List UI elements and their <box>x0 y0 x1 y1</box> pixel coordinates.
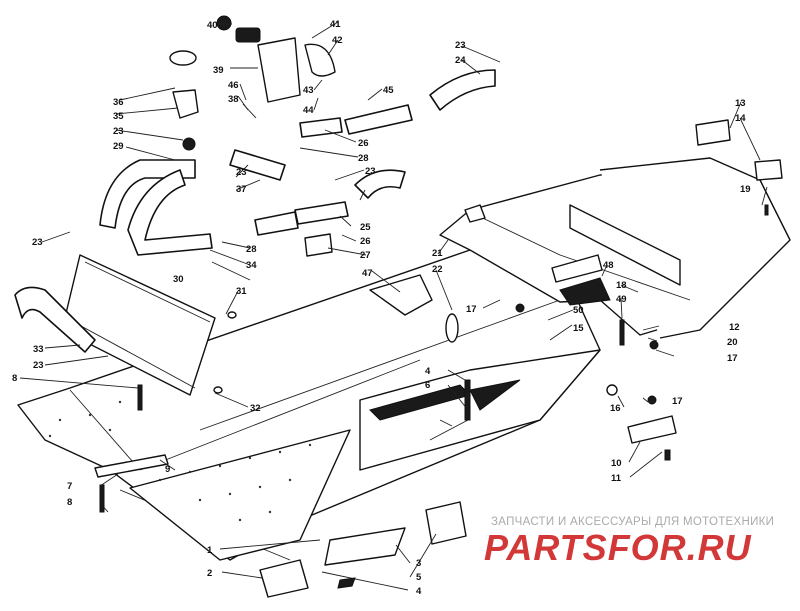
callout-45: 45 <box>383 85 394 96</box>
callout-46: 46 <box>228 80 239 91</box>
callout-19: 19 <box>740 184 751 195</box>
callout-23d: 23 <box>236 167 247 178</box>
callout-9: 9 <box>165 464 170 475</box>
stand-part-21 <box>464 204 486 223</box>
callout-28a: 28 <box>358 153 369 164</box>
hardware <box>99 204 769 589</box>
watermark-logo: PARTSFOR.RU <box>484 527 752 568</box>
callout-48: 48 <box>603 260 614 271</box>
callout-2: 2 <box>207 568 212 579</box>
callout-42: 42 <box>332 35 343 46</box>
callout-32: 32 <box>250 403 261 414</box>
callout-27: 27 <box>360 250 371 261</box>
callout-16: 16 <box>610 403 621 414</box>
callout-13: 13 <box>735 98 746 109</box>
callout-17c: 17 <box>672 396 683 407</box>
callout-7: 7 <box>67 481 72 492</box>
callout-21: 21 <box>432 248 443 259</box>
callout-5: 5 <box>416 572 422 583</box>
bar-part-7 <box>94 454 169 478</box>
callout-12: 12 <box>729 322 740 333</box>
callout-23f: 23 <box>33 360 44 371</box>
callout-3: 3 <box>416 558 421 569</box>
decal-part-13 <box>695 119 731 146</box>
callout-20: 20 <box>727 337 738 348</box>
coolant-bottle-assembly <box>169 15 336 151</box>
leader-lines <box>19 21 768 591</box>
callout-11: 11 <box>611 473 622 484</box>
callout-labels: 40 41 42 39 23 24 46 38 36 35 23 29 43 4… <box>12 19 751 597</box>
callout-35: 35 <box>113 111 124 122</box>
plate-part-3 <box>324 527 406 566</box>
callout-23b: 23 <box>113 126 124 137</box>
rear-frame-part-12 <box>439 157 791 339</box>
callout-47: 47 <box>362 268 373 279</box>
callout-17a: 17 <box>466 304 477 315</box>
bracket-part-47 <box>369 274 433 316</box>
callout-31: 31 <box>236 286 247 297</box>
callout-43: 43 <box>303 85 314 96</box>
callout-41: 41 <box>330 19 341 30</box>
callout-6: 6 <box>425 380 430 391</box>
callout-24: 24 <box>455 55 466 66</box>
watermark-subtitle: ЗАПЧАСТИ И АКСЕССУАРЫ ДЛЯ МОТОТЕХНИКИ <box>491 516 775 528</box>
callout-23a: 23 <box>455 40 466 51</box>
plate-part-2 <box>259 559 309 598</box>
callout-15: 15 <box>573 323 584 334</box>
callout-36: 36 <box>113 97 124 108</box>
tunnel-rail-part-6 <box>359 349 601 471</box>
callout-8b: 8 <box>67 497 72 508</box>
callout-34: 34 <box>246 260 257 271</box>
callout-10: 10 <box>611 458 622 469</box>
callout-26a: 26 <box>358 138 369 149</box>
decal-part-14 <box>754 159 783 181</box>
clamp-part-27 <box>304 233 333 257</box>
callout-33: 33 <box>33 344 44 355</box>
callout-49: 49 <box>616 294 627 305</box>
callout-14: 14 <box>735 113 746 124</box>
callout-4a: 4 <box>425 366 431 377</box>
callout-37: 37 <box>236 184 247 195</box>
coolant-hoses <box>14 69 496 353</box>
callout-30: 30 <box>173 274 184 285</box>
callout-50: 50 <box>573 305 584 316</box>
callout-40: 40 <box>207 20 218 31</box>
callout-26b: 26 <box>360 236 371 247</box>
callout-17b: 17 <box>727 353 738 364</box>
cover-part-48 <box>551 254 603 283</box>
callout-8a: 8 <box>12 373 17 384</box>
callout-23c: 23 <box>365 166 376 177</box>
heat-exchanger-part-30 <box>61 254 216 396</box>
callout-25: 25 <box>360 222 371 233</box>
callout-4b: 4 <box>416 586 422 597</box>
callout-28b: 28 <box>246 244 257 255</box>
callout-22: 22 <box>432 264 443 275</box>
callout-23e: 23 <box>32 237 43 248</box>
callout-29: 29 <box>113 141 124 152</box>
bracket-part-5 <box>425 501 467 545</box>
callout-18: 18 <box>616 280 627 291</box>
callout-1: 1 <box>207 545 213 556</box>
callout-39: 39 <box>213 65 224 76</box>
reflector-part-10 <box>627 415 677 444</box>
callout-38: 38 <box>228 94 239 105</box>
callout-44: 44 <box>303 105 314 116</box>
